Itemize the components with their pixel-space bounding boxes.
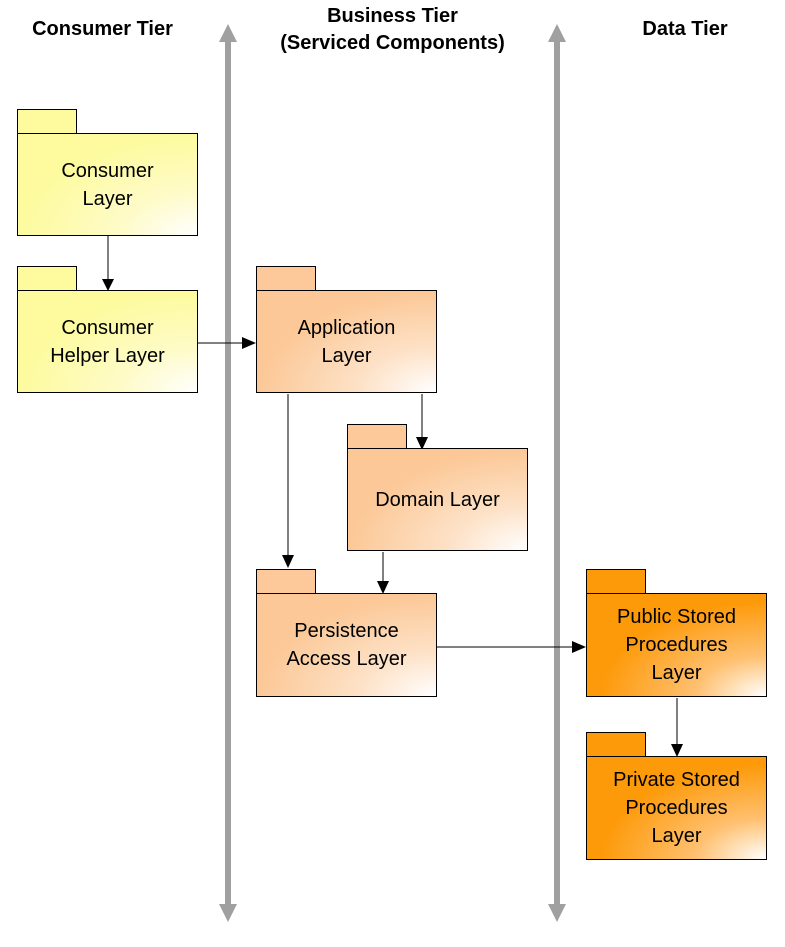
arrow-application-to-persistence [282, 394, 294, 568]
package-label-line: Domain Layer [375, 488, 500, 511]
package-consumer-layer[interactable]: Consumer Layer [17, 109, 198, 237]
arrow-consumer-to-helper [102, 236, 114, 291]
package-label-line: Public Stored [617, 606, 736, 628]
package-tab [347, 424, 407, 449]
package-label: Consumer Helper Layer [44, 314, 171, 370]
arrow-application-to-domain [416, 394, 428, 450]
package-tab [256, 569, 316, 594]
package-label-line: Layer [82, 187, 133, 210]
package-tab [586, 732, 646, 757]
package-tab [17, 266, 77, 291]
arrow-persistence-to-public-procs [437, 641, 586, 653]
arrow-helper-to-application [198, 337, 256, 349]
tier-heading-data: Data Tier [610, 16, 760, 43]
package-label-line: Consumer [61, 159, 154, 182]
tier-divider-left [219, 24, 237, 922]
tier-heading-business: Business Tier (Serviced Components) [250, 3, 535, 57]
package-label-line: Consumer [61, 316, 154, 339]
package-body: Application Layer [256, 290, 437, 393]
package-application-layer[interactable]: Application Layer [256, 266, 437, 394]
package-tab [17, 109, 77, 134]
package-body: Consumer Helper Layer [17, 290, 198, 393]
tier-heading-consumer: Consumer Tier [10, 16, 195, 43]
package-body: Domain Layer [347, 448, 528, 551]
package-label-line: Layer [651, 662, 702, 684]
package-label-line: Procedures [625, 797, 728, 819]
package-consumer-helper-layer[interactable]: Consumer Helper Layer [17, 266, 198, 394]
tier-divider-right [548, 24, 566, 922]
package-tab [586, 569, 646, 594]
package-label-line: Helper Layer [50, 344, 165, 367]
tier-heading-line: Business Tier [327, 5, 458, 27]
package-label: Domain Layer [369, 486, 506, 514]
tier-heading-line: Consumer Tier [32, 18, 173, 40]
package-domain-layer[interactable]: Domain Layer [347, 424, 528, 552]
package-label: Application Layer [292, 314, 402, 370]
package-label-line: Application [297, 316, 396, 339]
package-label-line: Layer [321, 344, 372, 367]
package-label: Private Stored Procedures Layer [607, 766, 746, 850]
package-body: Persistence Access Layer [256, 593, 437, 697]
package-label: Persistence Access Layer [280, 617, 412, 673]
package-label-line: Procedures [625, 634, 728, 656]
tier-heading-line: Data Tier [642, 18, 728, 40]
package-body: Public Stored Procedures Layer [586, 593, 767, 697]
package-label-line: Private Stored [613, 769, 740, 791]
package-label-line: Persistence [294, 620, 399, 642]
package-label-line: Access Layer [286, 648, 407, 670]
package-label: Consumer Layer [55, 157, 159, 213]
package-label: Public Stored Procedures Layer [611, 603, 742, 687]
package-persistence-access-layer[interactable]: Persistence Access Layer [256, 569, 437, 698]
tier-heading-line: (Serviced Components) [280, 32, 505, 54]
package-public-stored-procedures-layer[interactable]: Public Stored Procedures Layer [586, 569, 767, 698]
arrow-public-to-private-procs [671, 698, 683, 757]
package-tab [256, 266, 316, 291]
package-label-line: Layer [651, 825, 702, 847]
package-private-stored-procedures-layer[interactable]: Private Stored Procedures Layer [586, 732, 767, 861]
arrow-domain-to-persistence [377, 552, 389, 594]
package-body: Consumer Layer [17, 133, 198, 236]
package-body: Private Stored Procedures Layer [586, 756, 767, 860]
